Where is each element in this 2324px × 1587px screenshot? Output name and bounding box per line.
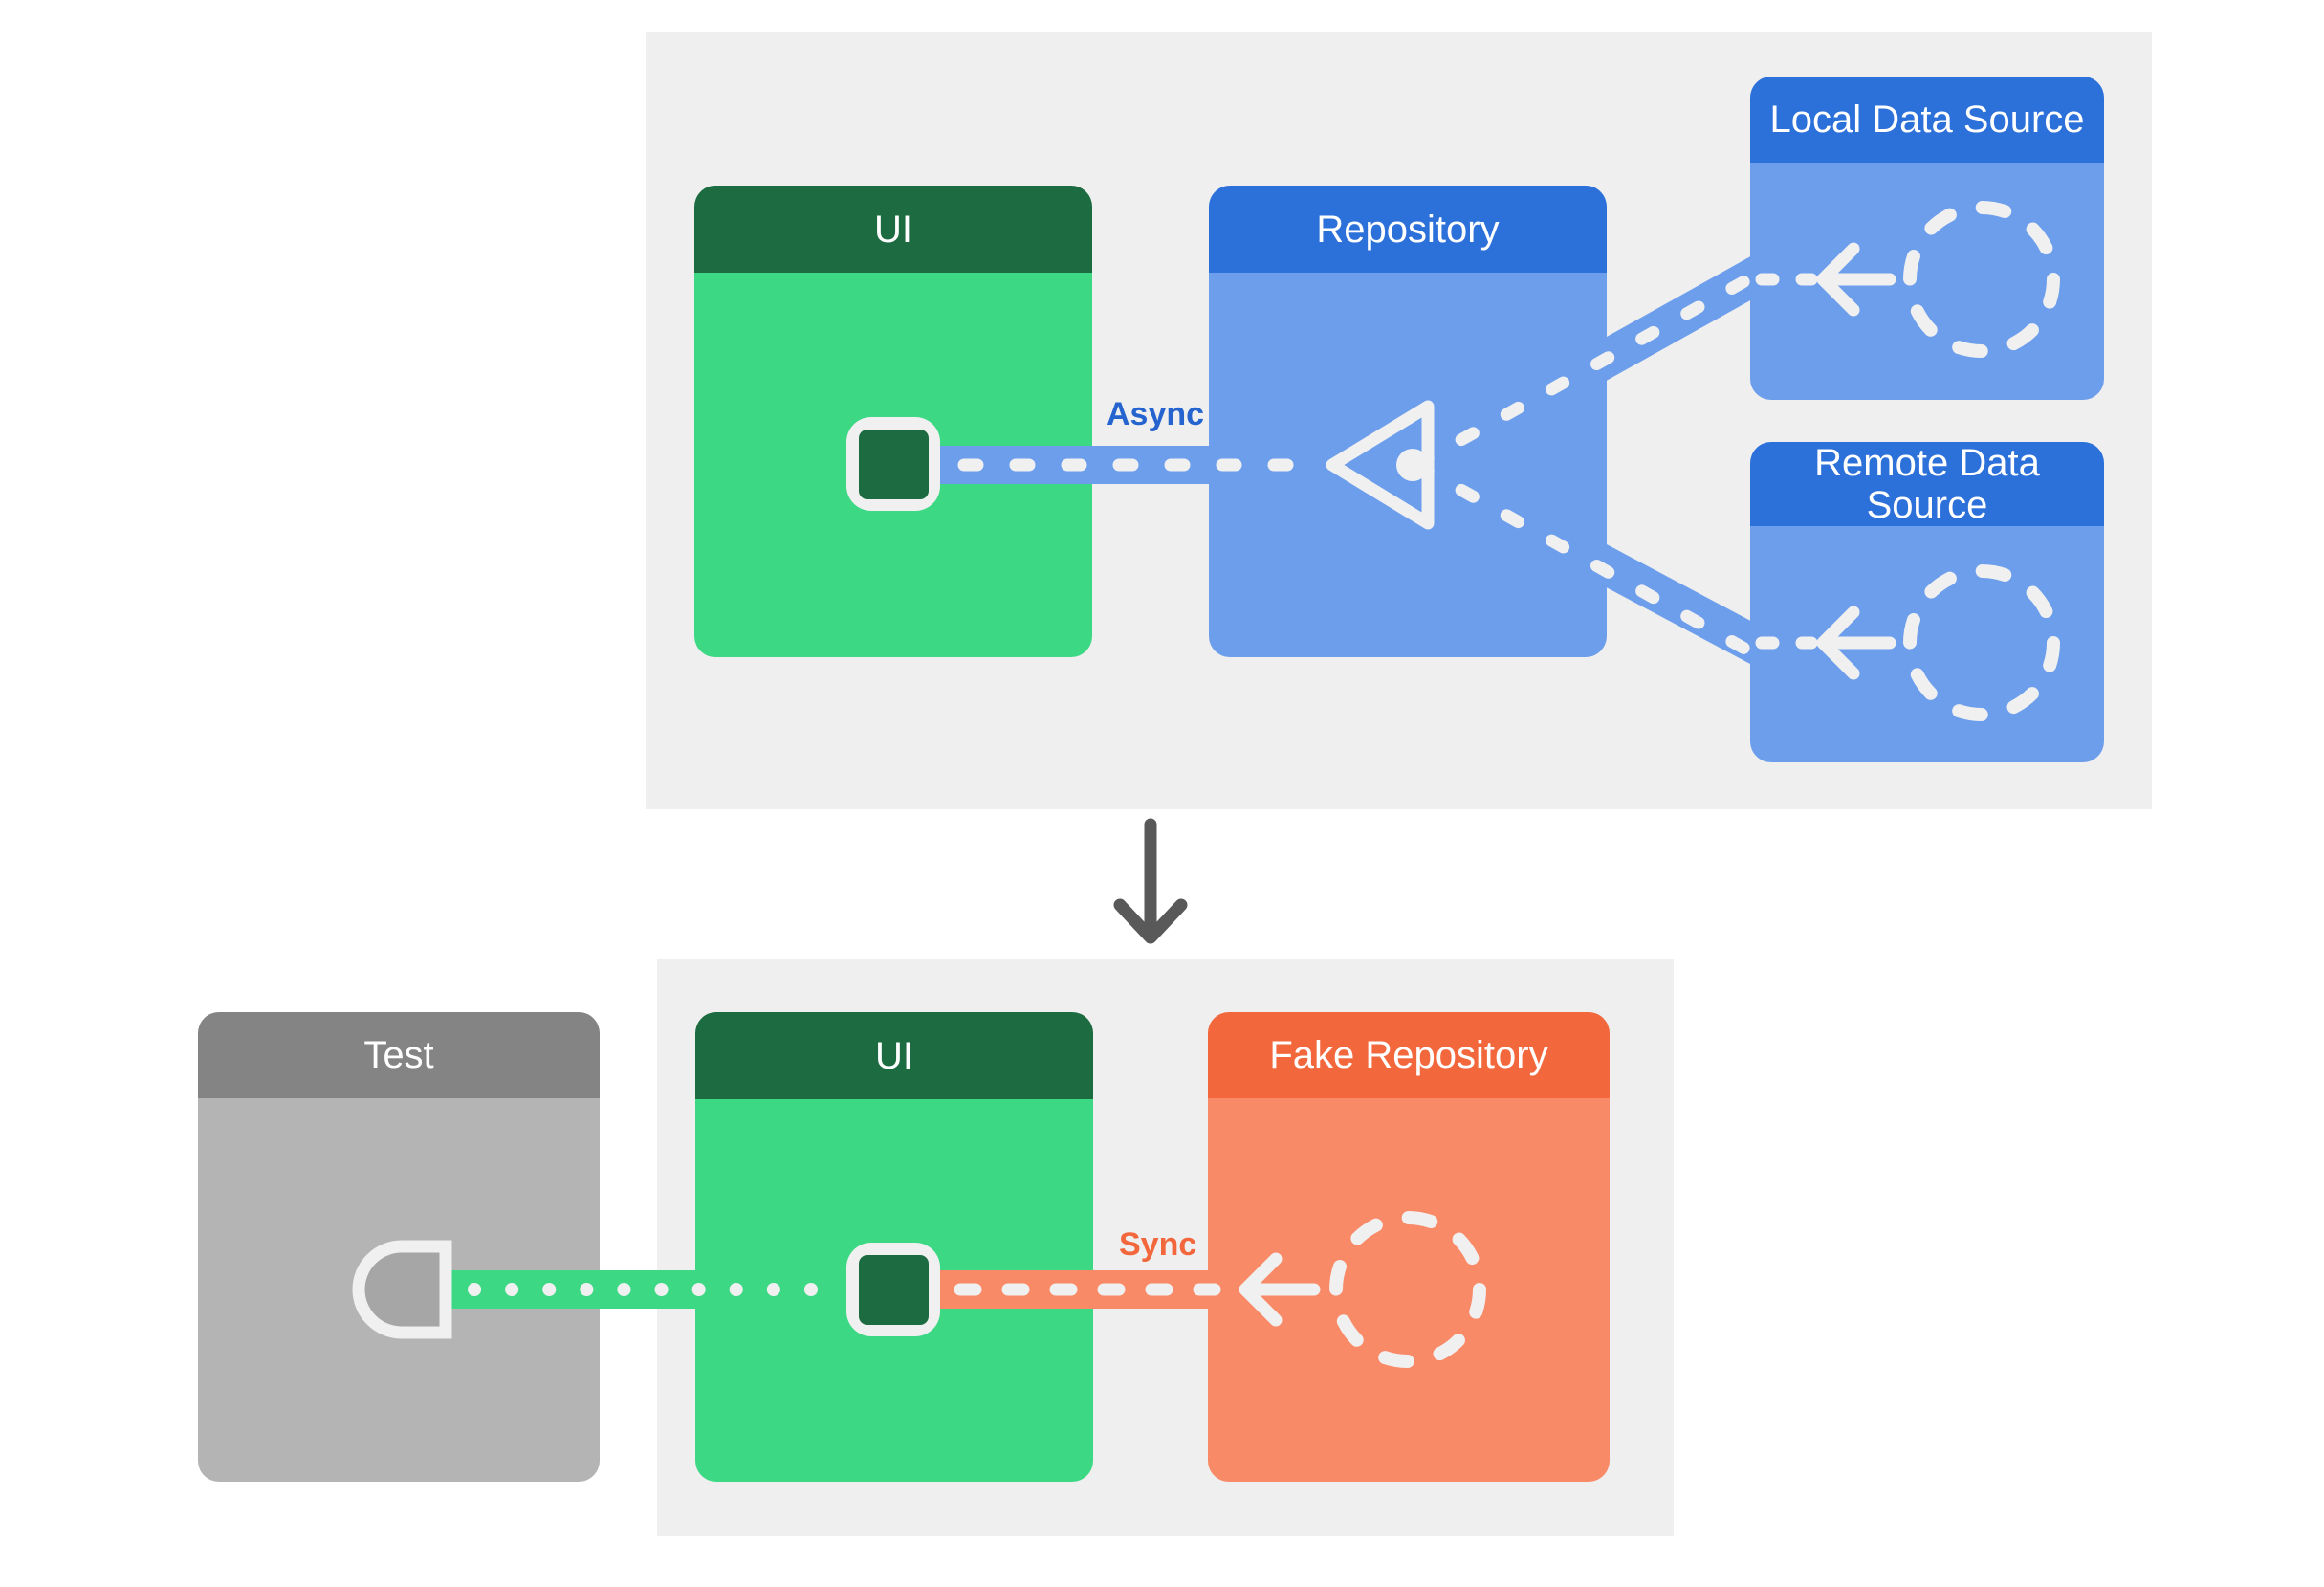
- local-data-source-body: [1750, 163, 2104, 400]
- repository-box-body: [1209, 273, 1607, 657]
- repository-box: Repository: [1209, 186, 1607, 657]
- ui-box-top-body: [694, 273, 1092, 657]
- test-box-title: Test: [198, 1012, 600, 1098]
- remote-data-source-body: [1750, 526, 2104, 762]
- remote-data-source-title: Remote Data Source: [1750, 442, 2104, 526]
- repository-box-title: Repository: [1209, 186, 1607, 273]
- sync-label: Sync: [1119, 1226, 1197, 1263]
- fake-repository-title: Fake Repository: [1208, 1012, 1610, 1098]
- test-box-body: [198, 1098, 600, 1482]
- ui-box-bottom-title: UI: [695, 1012, 1093, 1099]
- local-data-source-box: Local Data Source: [1750, 77, 2104, 400]
- local-data-source-title: Local Data Source: [1750, 77, 2104, 163]
- fake-repository-box: Fake Repository: [1208, 1012, 1610, 1482]
- remote-data-source-box: Remote Data Source: [1750, 442, 2104, 762]
- ui-box-top-title: UI: [694, 186, 1092, 273]
- fake-repository-body: [1208, 1098, 1610, 1482]
- down-arrow-icon: [1113, 818, 1188, 944]
- ui-box-top: UI: [694, 186, 1092, 657]
- ui-box-bottom: UI: [695, 1012, 1093, 1482]
- ui-box-bottom-body: [695, 1099, 1093, 1482]
- test-box: Test: [198, 1012, 600, 1482]
- async-label: Async: [1107, 396, 1205, 432]
